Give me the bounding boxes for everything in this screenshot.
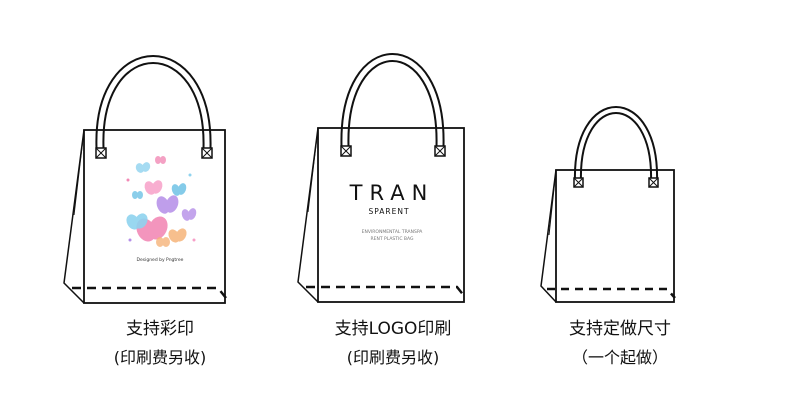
butterfly-print <box>126 156 197 247</box>
bag-bottom-dashed <box>547 287 676 299</box>
bag-handle <box>95 55 212 153</box>
bag-side-panel <box>540 169 557 303</box>
product-1-subtitle: (印刷费另收) <box>113 348 207 367</box>
logo-text-large: TRAN <box>349 181 435 205</box>
bag-side-panel <box>63 129 85 304</box>
bag-front-panel <box>317 127 465 303</box>
bag-bottom-dashed <box>306 285 466 298</box>
bag-bottom-dashed <box>72 286 227 299</box>
bag-handle <box>573 106 659 186</box>
bag-side-panel <box>297 127 319 303</box>
product-2-title: 支持LOGO印刷 <box>334 319 452 339</box>
product-3-title: 支持定做尺寸 <box>569 319 671 339</box>
bag-front-panel <box>555 169 675 303</box>
logo-small-line-2: RENT PLASTIC BAG <box>371 236 415 242</box>
product-2-subtitle: (印刷费另收) <box>346 348 440 367</box>
product-1-title: 支持彩印 <box>126 319 194 339</box>
logo-small-line-1: ENVIRONMENTAL TRANSPA <box>362 229 424 235</box>
product-3-subtitle: （一个起做） <box>571 348 668 367</box>
bag-front-panel <box>83 129 226 304</box>
logo-text-sub: SPARENT <box>368 207 409 216</box>
print-credit: Designed by Pngtree <box>137 257 184 263</box>
bag-handle <box>340 53 445 151</box>
